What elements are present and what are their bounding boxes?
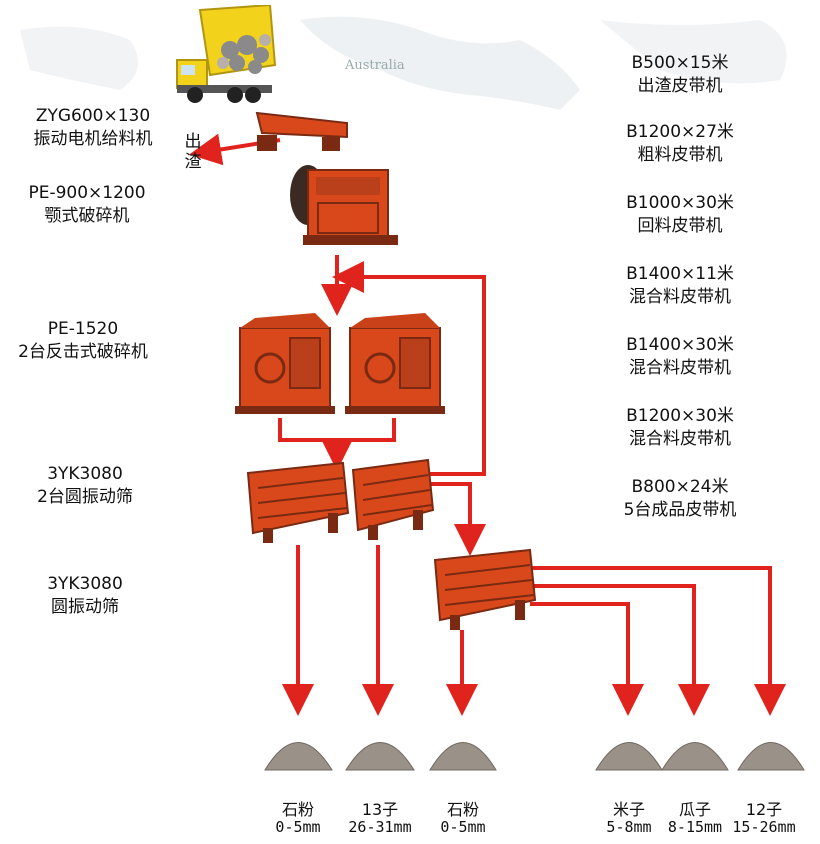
feeder-label: ZYG600×130 振动电机给料机	[18, 105, 168, 151]
impact-crusher-1	[235, 313, 335, 414]
stone-pile-3	[429, 742, 497, 771]
product-arrow-4	[530, 602, 644, 716]
belt-conveyor-2: B1200×27米 粗料皮带机	[580, 121, 780, 167]
product-name-2: 13子	[361, 800, 399, 819]
product-size-5: 8-15mm	[667, 818, 723, 836]
belt-conveyor-spec: B1000×30米	[626, 193, 734, 213]
product-arrow-6	[530, 566, 786, 716]
screen2-name: 圆振动筛	[51, 597, 119, 617]
impact-name: 2台反击式破碎机	[18, 342, 148, 362]
screen2-model: 3YK3080	[47, 574, 123, 594]
vibrating-screen-2	[351, 458, 435, 540]
product-size-1: 0-5mm	[275, 818, 321, 836]
belt-conveyor-3: B1000×30米 回料皮带机	[580, 192, 780, 238]
belt-conveyor-spec: B1200×27米	[626, 122, 734, 142]
jaw-model: PE-900×1200	[28, 183, 146, 203]
vibrating-screen-3	[433, 548, 537, 630]
screen-to-screen2-arrow	[430, 482, 486, 556]
belt-conveyor-7: B800×24米 5台成品皮带机	[580, 476, 780, 522]
screen1-name: 2台圆振动筛	[37, 487, 133, 507]
belt-conveyor-spec: B1200×30米	[626, 406, 734, 426]
product-name-6: 12子	[745, 800, 783, 819]
waste-output-line2: 渣	[184, 152, 202, 172]
vibrating-screen-1	[246, 461, 350, 543]
product-size-2: 26-31mm	[348, 818, 412, 836]
belt-conveyor-5: B1400×30米 混合料皮带机	[580, 334, 780, 380]
stone-pile-1	[264, 742, 333, 771]
belt-conveyor-spec: B500×15米	[631, 53, 729, 73]
belt-conveyor-name: 出渣皮带机	[637, 76, 723, 96]
stone-pile-2	[345, 742, 415, 771]
belt-conveyor-name: 回料皮带机	[637, 216, 723, 236]
vibrating-feeder	[255, 111, 348, 151]
belt-conveyor-spec: B800×24米	[631, 477, 729, 497]
return-arrow	[332, 261, 486, 476]
belt-conveyor-spec: B1400×11米	[626, 264, 734, 284]
product-name-4: 米子	[612, 800, 645, 819]
screen1-label: 3YK3080 2台圆振动筛	[10, 463, 160, 509]
impact-model: PE-1520	[47, 319, 119, 339]
belt-conveyor-name: 混合料皮带机	[629, 429, 731, 449]
product-name-3: 石粉	[446, 800, 479, 819]
stone-pile-4	[595, 742, 663, 771]
product-name-1: 石粉	[281, 800, 314, 819]
product-name-5: 瓜子	[678, 800, 711, 819]
screen1-model: 3YK3080	[47, 464, 123, 484]
belt-conveyor-6: B1200×30米 混合料皮带机	[580, 405, 780, 451]
product-size-4: 5-8mm	[606, 818, 652, 836]
belt-conveyor-1: B500×15米 出渣皮带机	[580, 52, 780, 98]
stone-pile-6	[737, 742, 805, 771]
belt-conveyor-spec: B1400×30米	[626, 335, 734, 355]
impact-label: PE-1520 2台反击式破碎机	[8, 318, 158, 364]
belt-conveyor-name: 混合料皮带机	[629, 358, 731, 378]
jaw-label: PE-900×1200 颚式破碎机	[12, 182, 162, 228]
feeder-model: ZYG600×130	[35, 106, 151, 126]
product-size-6: 15-26mm	[732, 818, 796, 836]
waste-output-line1: 出	[184, 132, 202, 152]
impact-crusher-2	[345, 313, 445, 414]
stone-pile-5	[661, 742, 729, 771]
waste-output-label: 出 渣	[182, 132, 204, 172]
dump-truck	[176, 5, 277, 103]
belt-conveyor-4: B1400×11米 混合料皮带机	[580, 263, 780, 309]
belt-conveyor-name: 粗料皮带机	[637, 145, 723, 165]
belt-conveyor-name: 5台成品皮带机	[623, 500, 737, 520]
product-arrow-5	[530, 584, 710, 716]
screen2-label: 3YK3080 圆振动筛	[10, 573, 160, 619]
jaw-crusher	[290, 165, 398, 245]
belt-conveyor-name: 混合料皮带机	[629, 287, 731, 307]
product-size-3: 0-5mm	[440, 818, 486, 836]
map-label: Australia	[345, 58, 405, 73]
jaw-name: 颚式破碎机	[44, 206, 130, 226]
feeder-name: 振动电机给料机	[33, 129, 153, 149]
impact-to-screen-arrow	[278, 418, 353, 471]
